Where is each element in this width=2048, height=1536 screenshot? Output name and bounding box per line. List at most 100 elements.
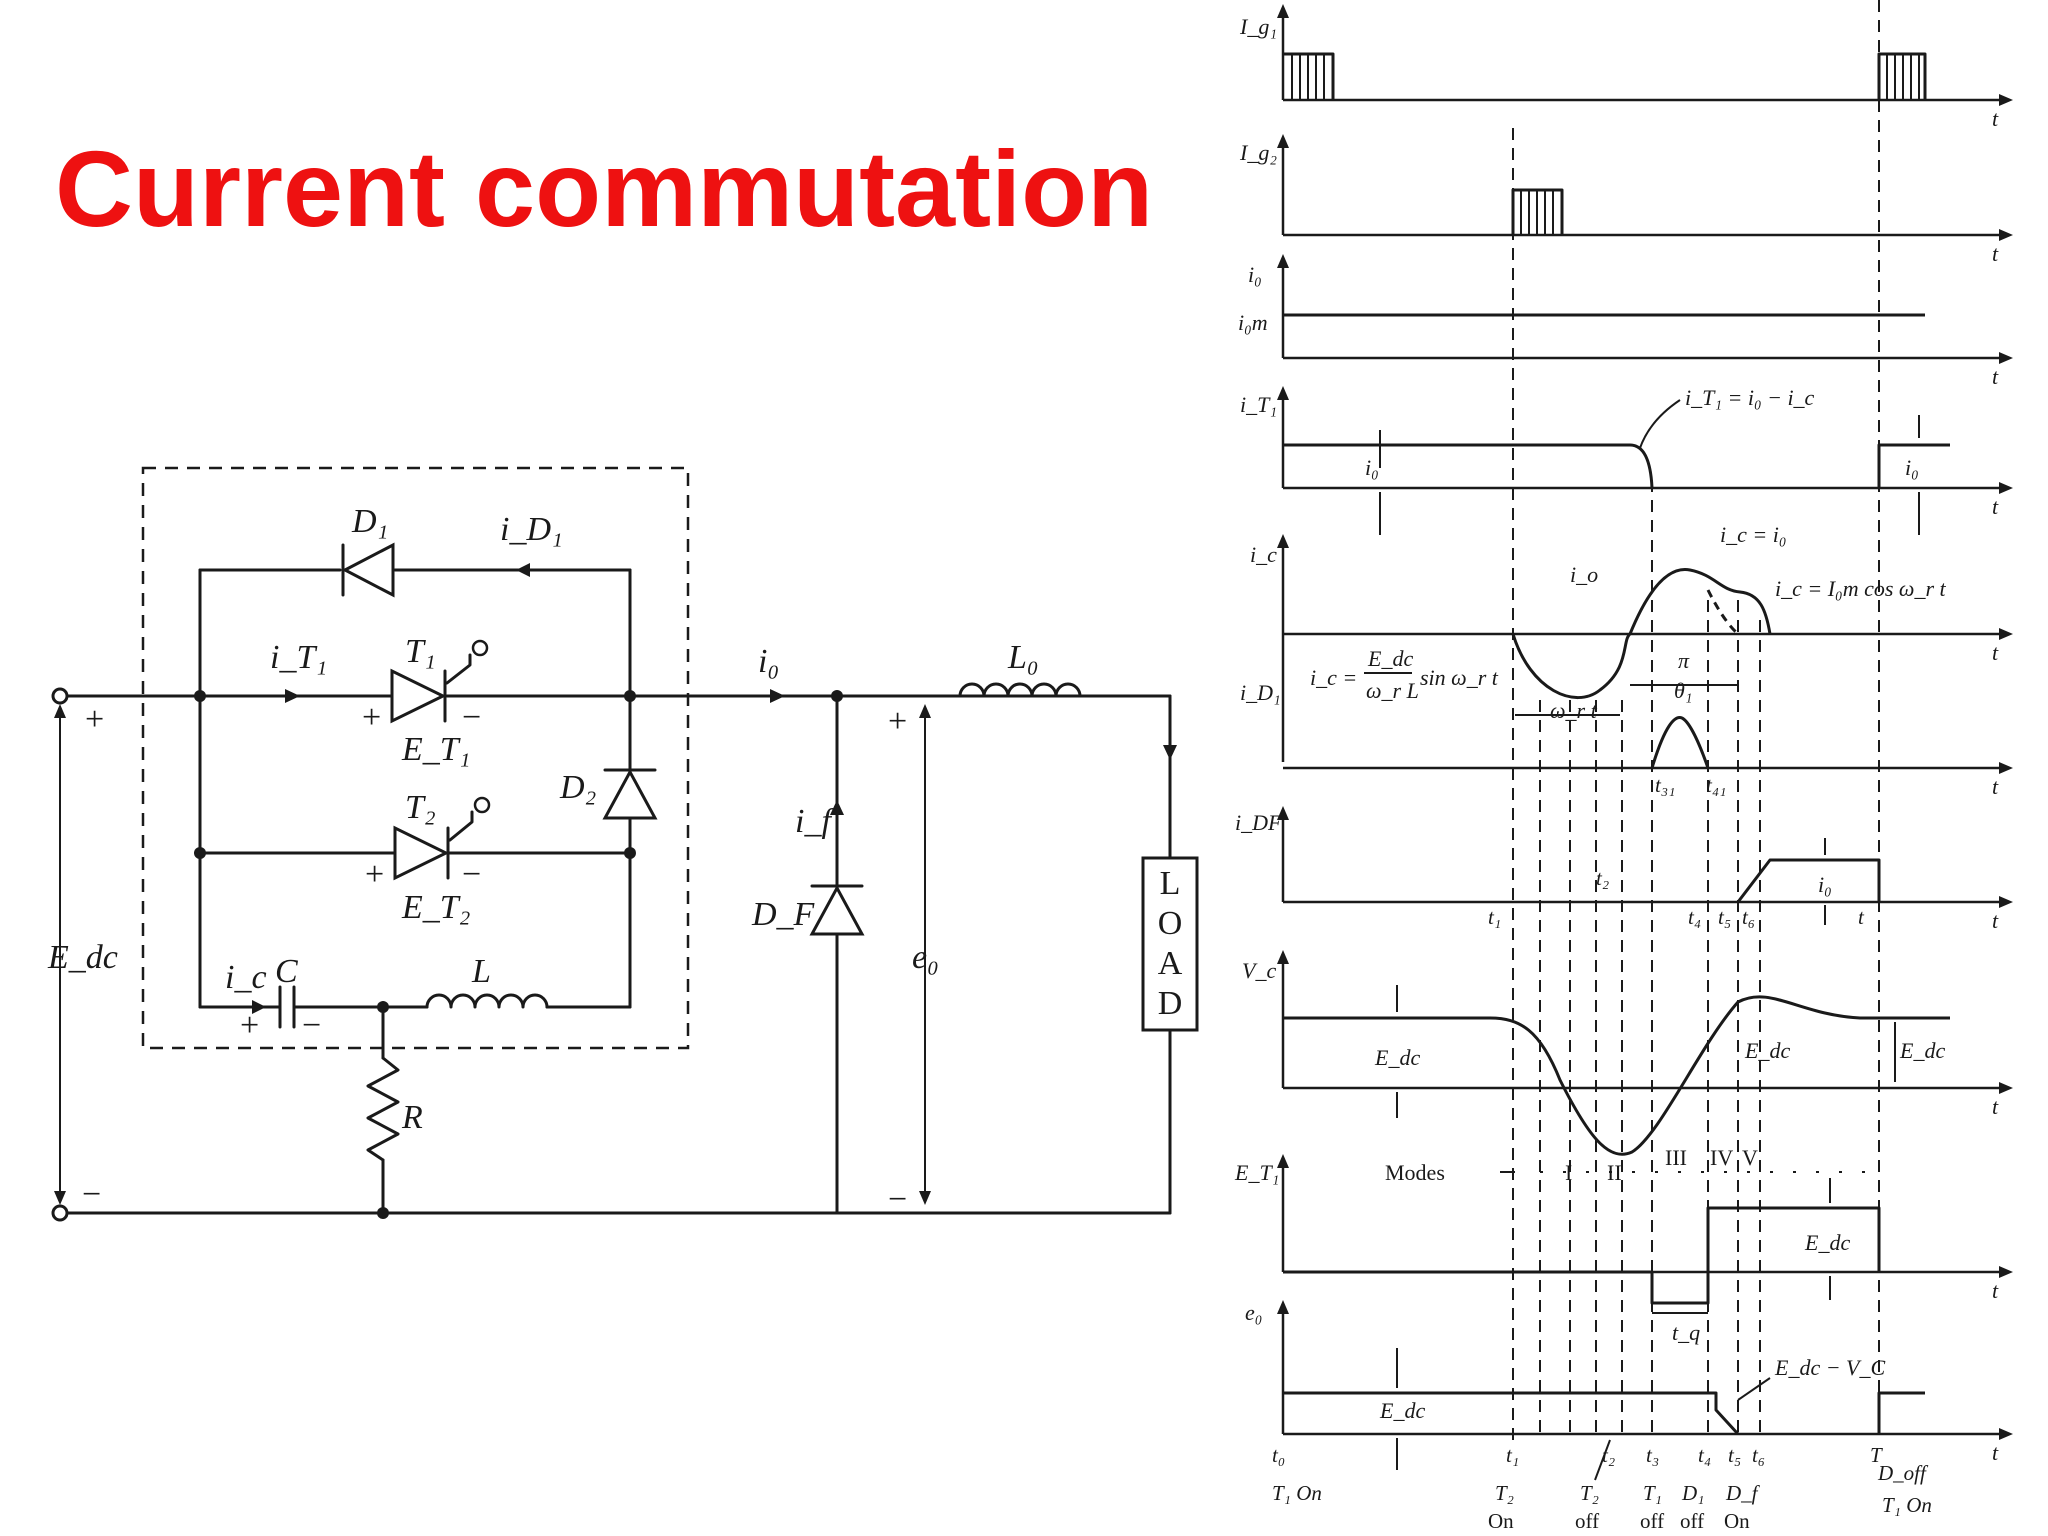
event-label: off [1680,1509,1704,1533]
modes-label: Modes [1385,1160,1445,1185]
time-mark: t₆ [1742,905,1755,929]
it1-i0-value-right: i₀ [1905,455,1919,480]
mode-i: I [1565,1160,1572,1185]
timing-waveforms: I_g₁ I_g₂ i₀ i₀m i_T₁ i_c i_D₁ i_DF V_c … [1234,0,2013,1533]
load-letter: A [1158,945,1183,982]
t-label: t [1992,1440,1999,1465]
l0-label: L₀ [1007,639,1039,676]
vc-edc-left: E_dc [1374,1045,1420,1070]
t-axis-labels: t t t t t t t t t t [1992,106,1999,1465]
t-label: t [1992,106,1999,131]
capacitor-c [278,985,296,1029]
c-minus: − [302,1007,321,1044]
mode-iv: IV [1710,1145,1733,1170]
vc-edc-right: E_dc [1899,1038,1945,1063]
positive-terminal [51,687,69,705]
wrt-label: ω_r t [1550,698,1598,723]
ic-arrow [252,1000,266,1014]
time-mark: t [1858,905,1865,929]
event-label: T₁ On [1272,1481,1322,1505]
bottom-event-labels: T₁ On T₂ On T₂ off T₁ off D₁ off D_f On … [1272,1461,1932,1533]
event-label: D_off [1877,1461,1929,1485]
t1-label: T₁ [405,633,436,670]
id1-axis-label: i_D₁ [1240,680,1281,705]
d1-label: D₁ [351,503,388,540]
e0-axis-label: e₀ [1245,1300,1262,1325]
e0-edc: E_dc [1379,1398,1425,1423]
id1-label: i_D₁ [500,511,563,548]
i0m-label: i₀m [1238,310,1268,335]
mode-iii: III [1665,1145,1687,1170]
t-label: t [1992,364,1999,389]
ic-axis-label: i_c [1250,542,1277,567]
time-mark: t₄ [1688,905,1701,929]
it1-label: i_T₁ [270,639,327,676]
r-label: R [401,1099,423,1136]
c-label: C [275,953,298,990]
c-plus: + [240,1007,259,1044]
thyristor-t2 [393,796,491,881]
t-label: t [1992,908,1999,933]
it1-equation: i_T₁ = i₀ − i_c [1685,385,1815,410]
et1-label: E_T₁ [401,731,471,768]
diode-d1 [341,542,395,598]
i0-axis-label: i₀ [1248,262,1262,287]
vc-axis-label: V_c [1242,958,1276,983]
bottom-tick: t₅ [1728,1443,1741,1467]
it1-arrow [285,689,300,703]
waveform-axes [1277,4,2013,1440]
time-mark: t₄₁ [1706,773,1726,797]
event-label: T₂ [1495,1481,1514,1505]
e0-label: e₀ [912,939,939,976]
commutation-circuit-box [141,466,690,1050]
bottom-tick: t₄ [1698,1443,1711,1467]
id1-arrow [516,563,530,577]
t1-minus: − [462,699,481,736]
event-label: T₂ [1580,1481,1599,1505]
t1-plus: + [362,699,381,736]
it1-axis-label: i_T₁ [1240,392,1277,417]
mode-ii: II [1607,1160,1622,1185]
ic-io-label: i_o [1570,562,1598,587]
thyristor-t1 [390,639,489,724]
bottom-time-ticks: t₀ t₁ t₂ t₃ t₄ t₅ t₆ T [1272,1443,1883,1467]
source-plus: + [85,701,104,738]
t-label: t [1992,774,1999,799]
idf-i0-value: i₀ [1818,872,1832,897]
load-box [1141,856,1199,1032]
time-mark-labels: t₁ t₂ t₃₁ t₄₁ t₄ t₅ t₆ t [1488,773,1865,929]
ic-sin-suffix: sin ω_r t [1420,665,1499,690]
bottom-tick: t₀ [1272,1443,1285,1467]
t2-minus: − [462,856,481,893]
event-label: off [1575,1509,1599,1533]
bottom-tick: t₁ [1506,1443,1519,1467]
d2-label: D₂ [559,769,596,806]
ic-sin-numerator: E_dc [1367,646,1413,671]
ic-sin-prefix: i_c = [1310,665,1357,690]
ic-sin-denominator: ω_r L [1366,678,1419,703]
time-mark: t₃₁ [1655,773,1675,797]
theta1-label: θ₁ [1674,678,1692,703]
time-mark: t₂ [1596,866,1609,890]
resistor-r [366,1056,400,1162]
load-letter: D [1158,985,1183,1022]
edc-minus-vc: E_dc − V_C [1774,1355,1885,1380]
event-label: On [1488,1509,1514,1533]
ic-equals-i0: i_c = i₀ [1720,522,1786,547]
page-title: Current commutation [55,128,1154,249]
l-label: L [471,953,491,990]
e0-minus: − [888,1181,907,1218]
bottom-tick: t₂ [1602,1443,1615,1467]
it1-i0-value: i₀ [1365,455,1379,480]
bottom-tick: T [1870,1443,1883,1467]
ig1-label: I_g₁ [1239,14,1277,39]
t2-label: T₂ [405,789,436,826]
event-label: off [1640,1509,1664,1533]
t2-plus: + [365,856,384,893]
waveform-signals [1283,52,1950,1436]
diode-df [809,884,865,936]
time-mark: t₁ [1488,905,1501,929]
ig2-label: I_g₂ [1239,140,1277,165]
negative-terminal [51,1204,69,1222]
df-label: D_F [751,896,816,933]
